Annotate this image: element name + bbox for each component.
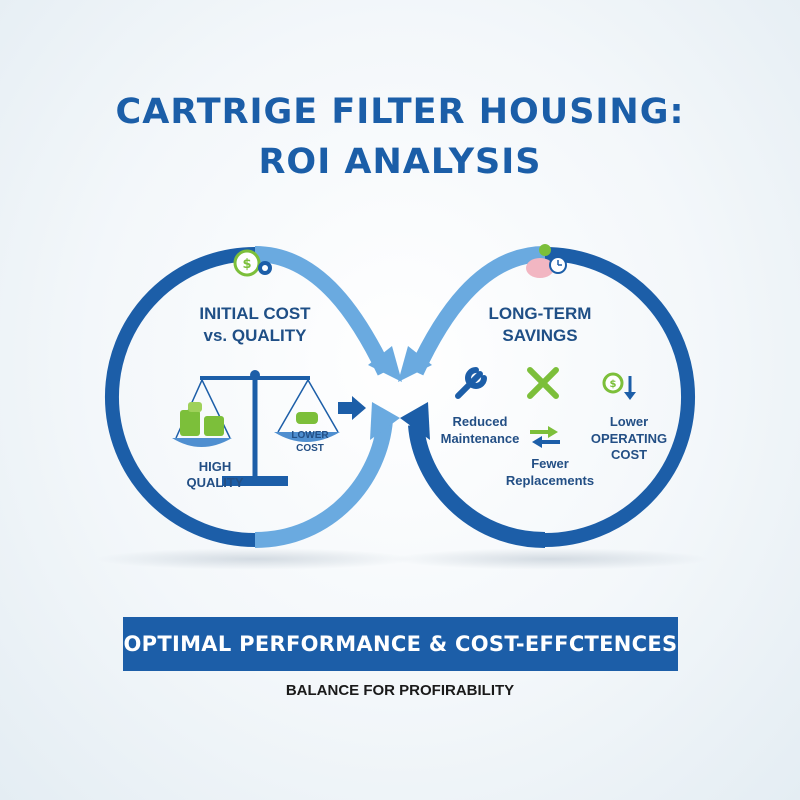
right-heading-line-1: LONG-TERM bbox=[488, 304, 592, 323]
left-loop-light-arc-top bbox=[254, 246, 393, 376]
left-loop-dark-arc bbox=[105, 247, 256, 547]
left-loop-light-arc bbox=[254, 419, 393, 548]
banner: OPTIMAL PERFORMANCE & COST-EFFCTENCES bbox=[123, 617, 678, 671]
svg-text:$: $ bbox=[242, 257, 251, 272]
left-loop-shadow bbox=[95, 548, 415, 570]
lower-operating-line-2: OPERATING COST bbox=[590, 431, 668, 463]
reduced-maintenance-line-2: Maintenance bbox=[440, 431, 520, 446]
title-line-1: CARTRIGE FILTER HOUSING: bbox=[115, 92, 685, 132]
right-loop-dark-arc bbox=[544, 247, 695, 547]
wrench-icon bbox=[455, 367, 487, 399]
left-heading-line-1: INITIAL COST bbox=[199, 304, 311, 323]
high-quality-label: HIGH QUALITY bbox=[186, 459, 244, 491]
left-arrowhead bbox=[368, 346, 402, 382]
right-heading-line-2: SAVINGS bbox=[502, 326, 578, 345]
lower-operating-line-1: Lower bbox=[609, 414, 649, 429]
balance-scale-icon bbox=[172, 370, 340, 486]
piggy-bank-clock-icon bbox=[526, 244, 567, 278]
dollar-gear-icon: $ bbox=[233, 249, 272, 277]
right-loop-dark-arc-bottom bbox=[408, 424, 546, 548]
tools-icon bbox=[527, 367, 559, 399]
title-line-2: ROI ANALYSIS bbox=[258, 142, 542, 182]
dollar-down-icon: $ bbox=[602, 372, 636, 400]
left-bottom-arrowhead bbox=[370, 402, 400, 440]
replace-arrows-icon bbox=[530, 426, 560, 448]
right-pointing-arrow-icon bbox=[338, 396, 366, 420]
right-loop-light-arc bbox=[408, 246, 546, 376]
left-heading-line-2: vs. QUALITY bbox=[203, 326, 307, 345]
fewer-replacements-line-1: Fewer bbox=[531, 456, 569, 471]
fewer-replacements-line-2: Replacements bbox=[505, 473, 595, 488]
subtitle: BALANCE FOR PROFIRABILITY bbox=[285, 682, 515, 699]
lower-cost-label: LOWER COST bbox=[291, 430, 329, 454]
reduced-maintenance-line-1: Reduced bbox=[452, 414, 508, 429]
right-loop-shadow bbox=[390, 548, 710, 570]
right-arrowhead bbox=[398, 346, 432, 382]
right-bottom-arrowhead bbox=[400, 402, 430, 440]
svg-text:$: $ bbox=[610, 379, 617, 390]
